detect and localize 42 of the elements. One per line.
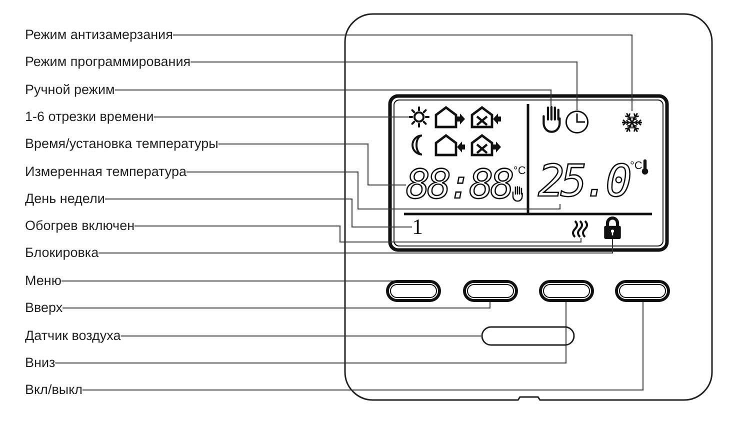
callout-label: Вкл/выкл [25, 381, 83, 399]
callout-label: Вниз [25, 354, 56, 372]
digit-readout: 88:88 [406, 165, 512, 205]
callout-label: Датчик воздуха [25, 327, 121, 345]
leader-line [153, 116, 408, 118]
clock-icon [565, 110, 589, 134]
leader-line [218, 144, 406, 186]
leader-line [54, 302, 566, 364]
leader-line [186, 172, 560, 210]
wavy-lines-icon [572, 220, 590, 238]
unit-label: °C [513, 165, 526, 177]
callout-label: Режим антизамерзания [25, 26, 173, 44]
callout-label: Обогрев включен [25, 217, 135, 235]
hand-icon [542, 106, 561, 133]
padlock-icon [603, 216, 622, 239]
snowflake-icon [622, 111, 642, 134]
callout-label: Блокировка [25, 244, 99, 262]
device-button [463, 280, 518, 302]
callout-label: 1-6 отрезки времени [25, 108, 154, 126]
callout-label: Время/установка температуры [25, 135, 218, 153]
callout-label: Вверх [25, 299, 63, 317]
leader-line [114, 90, 552, 106]
day-number: 1 [412, 216, 423, 238]
leader-line [98, 238, 613, 254]
device-button [539, 280, 594, 302]
callout-label: Ручной режим [25, 81, 115, 99]
callout-label: Меню [25, 272, 62, 290]
callout-label: Измеренная температура [25, 163, 186, 181]
sensor-slot [481, 326, 575, 346]
callout-label: День недели [25, 190, 105, 208]
device-button [386, 280, 441, 302]
device-button [615, 280, 670, 302]
callout-label: Режим программирования [25, 53, 191, 71]
leader-line [134, 226, 582, 242]
leader-line [104, 198, 412, 228]
unit-label: °C [630, 160, 642, 172]
leader-line [62, 302, 490, 308]
sun-icon [408, 106, 430, 128]
leader-line [82, 302, 644, 390]
leader-line [190, 62, 578, 110]
digit-readout: 25.0 [538, 160, 628, 204]
leader-line [172, 34, 632, 112]
